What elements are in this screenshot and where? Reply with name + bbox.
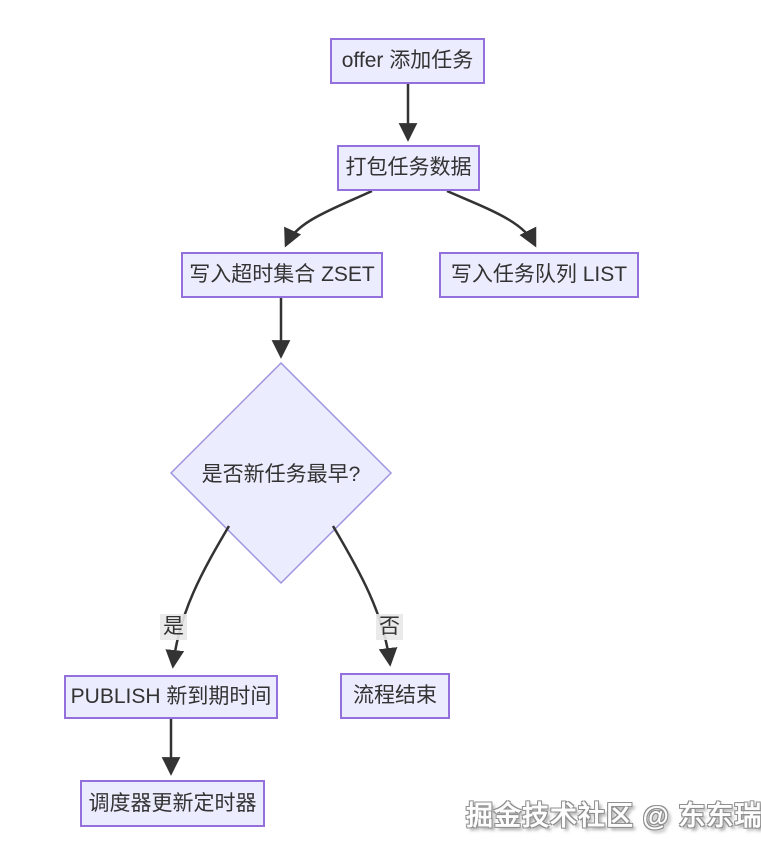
node-write-task-list: 写入任务队列 LIST [439,252,639,298]
node-pack-task-data: 打包任务数据 [337,145,480,191]
watermark-text: 掘金技术社区 @ 东东瑞 [466,801,761,831]
node-offer-add-task: offer 添加任务 [330,38,485,84]
node-scheduler-update-timer: 调度器更新定时器 [80,780,265,827]
node-decision-is-new-task-earliest: 是否新任务最早? [201,463,361,486]
node-flow-end: 流程结束 [340,673,450,719]
edge-decision-no [331,525,398,667]
edge-decision-yes [165,525,231,669]
edge-pack-to-list [446,189,537,248]
edge-label-yes: 是 [160,614,187,641]
node-publish-new-expiry: PUBLISH 新到期时间 [64,675,278,719]
edge-pack-to-zset [284,189,373,248]
edge-label-no: 否 [376,614,403,641]
node-write-timeout-zset: 写入超时集合 ZSET [181,252,383,298]
